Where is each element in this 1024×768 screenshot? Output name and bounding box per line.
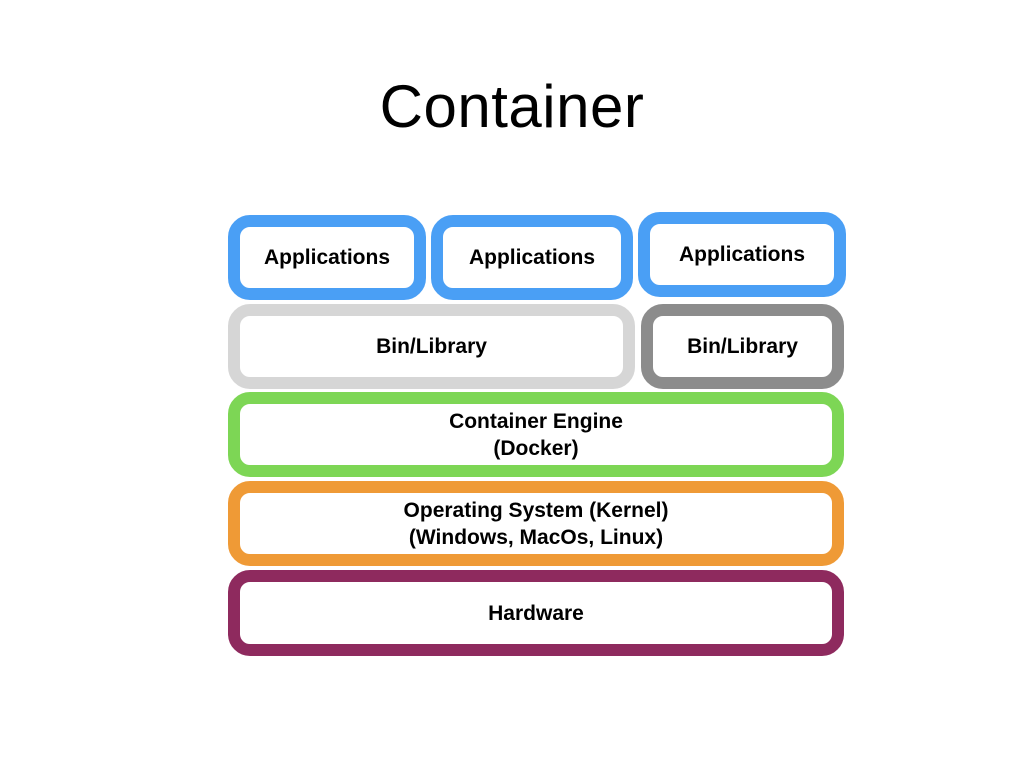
applications-box-1: Applications [228, 215, 426, 300]
hardware-label: Hardware [488, 601, 584, 625]
bin-library-label: Bin/Library [376, 335, 487, 358]
bin-library-label: Bin/Library [687, 335, 798, 358]
operating-system-box: Operating System (Kernel) (Windows, MacO… [228, 481, 844, 566]
bin-library-box-separate: Bin/Library [641, 304, 844, 389]
applications-box-2: Applications [431, 215, 633, 300]
container-engine-box: Container Engine (Docker) [228, 392, 844, 477]
applications-label: Applications [263, 246, 390, 269]
container-engine-sublabel: (Docker) [493, 436, 579, 460]
container-engine-label: Container Engine [449, 409, 623, 433]
applications-label: Applications [678, 243, 805, 266]
slide-title: Container [379, 73, 645, 140]
applications-box-3: Applications [638, 212, 846, 297]
hardware-box: Hardware [228, 570, 844, 656]
operating-system-label: Operating System (Kernel) [403, 498, 669, 522]
applications-label: Applications [468, 246, 595, 269]
operating-system-sublabel: (Windows, MacOs, Linux) [408, 525, 664, 549]
bin-library-box-shared: Bin/Library [228, 304, 635, 389]
